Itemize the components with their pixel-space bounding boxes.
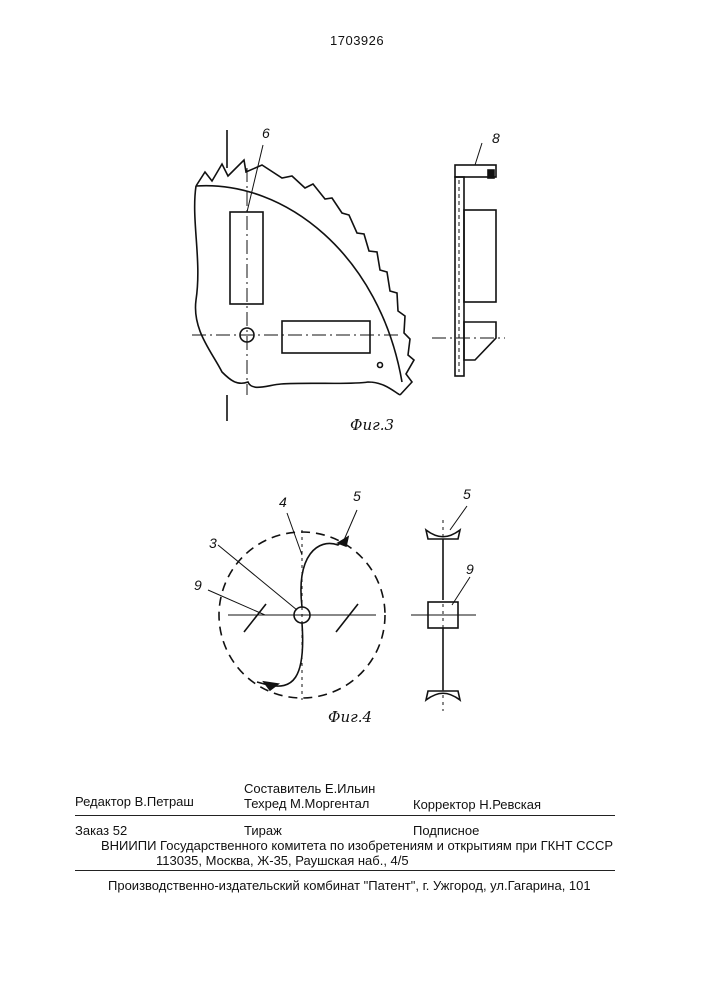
fig3-front-view <box>192 130 414 421</box>
fig4-callout-4: 4 <box>279 494 287 510</box>
fig4-upper-blade <box>301 538 346 607</box>
corrector-credit: Корректор Н.Ревская <box>413 797 541 812</box>
fig4-callout-3: 3 <box>209 535 217 551</box>
fig3-caption: Фиг.3 <box>350 416 394 434</box>
fig4-labels: 4 5 3 9 5 9 Фиг.4 <box>194 486 474 726</box>
fig3-side-view <box>432 143 505 376</box>
order-number: Заказ 52 <box>75 823 127 838</box>
fig4-lower-blade <box>257 623 303 686</box>
fig3-side-disc <box>455 177 464 376</box>
vniipi-address: 113035, Москва, Ж-35, Раушская наб., 4/5 <box>156 853 409 868</box>
compiler-credit: Составитель Е.Ильин <box>244 781 375 796</box>
subscription-label: Подписное <box>413 823 479 838</box>
fig3-callout-right: 8 <box>492 130 500 146</box>
fig3-side-wedge <box>464 322 496 360</box>
editor-credit: Редактор В.Петраш <box>75 794 194 809</box>
fig3-side-body <box>464 210 496 302</box>
fig4-callout-5: 5 <box>353 488 361 504</box>
fig4-side-view <box>411 506 476 711</box>
fig3-horizontal-slot <box>282 321 370 353</box>
fig4-side-callout-9: 9 <box>466 561 474 577</box>
fig3-blade-outline <box>196 160 414 395</box>
fig4-callout-9: 9 <box>194 577 202 593</box>
fig3-callout-left: 6 <box>262 125 270 141</box>
fig3-small-hole <box>378 363 383 368</box>
techred-credit: Техред М.Моргентал <box>244 796 369 811</box>
imprint-divider-top <box>75 815 615 816</box>
vniipi-line: ВНИИПИ Государственного комитета по изоб… <box>101 838 613 853</box>
publisher-line: Производственно-издательский комбинат "П… <box>108 878 591 893</box>
fig4-front-view <box>208 510 385 700</box>
imprint-divider-bottom <box>75 870 615 871</box>
fig4-caption: Фиг.4 <box>328 708 372 726</box>
fig4-side-callout-5: 5 <box>463 486 471 502</box>
circulation-label: Тираж <box>244 823 282 838</box>
